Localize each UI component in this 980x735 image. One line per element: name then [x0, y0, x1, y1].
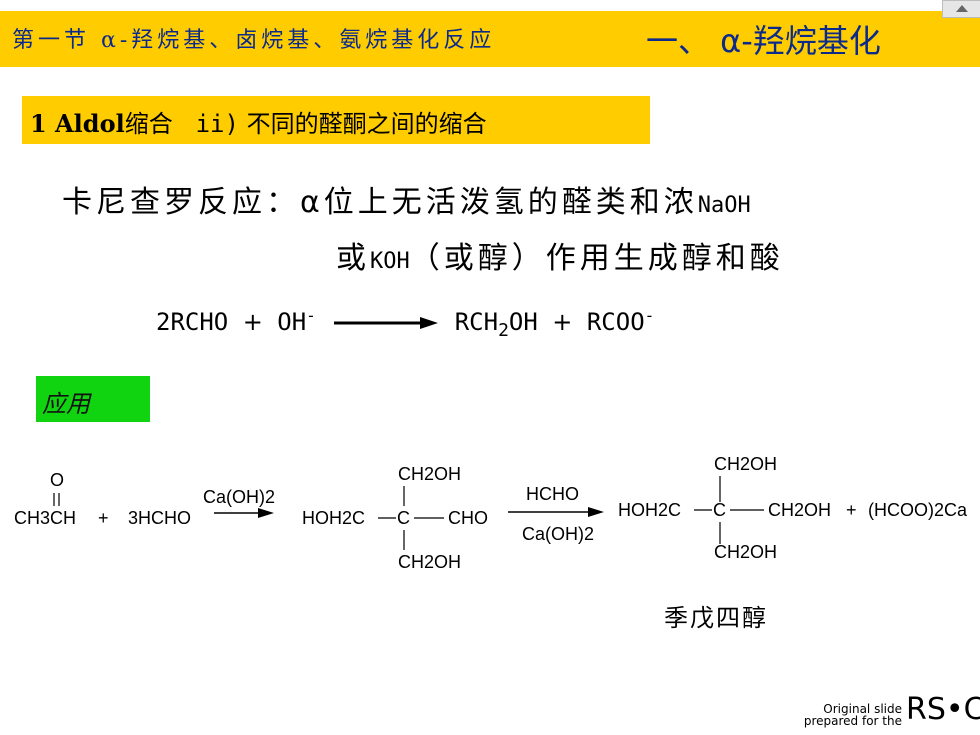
subsection-title: 1 Aldol缩合 ii) 不同的醛酮之间的缩合	[30, 104, 487, 139]
product-top: CH2OH	[714, 454, 777, 474]
subsection-sub: ii)	[195, 110, 239, 138]
cannizzaro-equation: 2RCHO + OH- RCH2OH + RCOO-	[156, 306, 655, 341]
koh: KOH	[370, 249, 410, 274]
plus-sign: +	[98, 508, 109, 528]
intermediate-bottom: CH2OH	[398, 552, 461, 572]
byproduct: (HCOO)2Ca	[868, 500, 968, 520]
condition-1: Ca(OH)2	[203, 487, 275, 507]
intermediate-left: HOH2C	[302, 508, 365, 528]
application-band	[36, 376, 150, 422]
subsection-band	[22, 96, 650, 144]
subsection-text: 不同的醛酮之间的缩合	[246, 110, 487, 138]
reaction-arrow-icon	[334, 317, 439, 329]
product-right: CH2OH	[768, 500, 831, 520]
product-bottom: CH2OH	[714, 542, 777, 562]
formaldehyde: 3HCHO	[128, 508, 191, 528]
subsection-number: 1 Aldol	[30, 109, 125, 138]
intermediate-right: CHO	[448, 508, 488, 528]
section-title: 一、 α-羟烷基化	[646, 22, 881, 60]
alpha-symbol: α	[300, 185, 324, 220]
condition-2-top: HCHO	[526, 484, 579, 504]
intermediate-top: CH2OH	[398, 464, 461, 484]
plus-sign-2: +	[846, 500, 857, 520]
acetaldehyde: CH3CH	[14, 508, 76, 528]
product-name: 季戊四醇	[664, 604, 768, 632]
rsc-logo: RS•C	[906, 692, 980, 727]
product-carbon: C	[713, 500, 726, 520]
main-line-2: 或KOH（或醇）作用生成醇和酸	[336, 241, 784, 276]
chapter-title: 第一节 α-羟烷基、卤烷基、氨烷基化反应	[12, 28, 496, 53]
scroll-up-icon[interactable]	[942, 0, 980, 18]
footer-credit: Original slide prepared for the	[803, 702, 902, 728]
product-left: HOH2C	[618, 500, 681, 520]
pentaerythritol-synthesis-scheme: O CH3CH + 3HCHO Ca(OH)2 CH2OH HOH2C C CH…	[14, 454, 968, 572]
title-band	[0, 11, 980, 67]
naoh: NaOH	[697, 193, 751, 218]
main-line-1: 卡尼查罗反应：α位上无活泼氢的醛类和浓NaOH	[62, 185, 751, 220]
application-label: 应用	[42, 390, 90, 418]
acetaldehyde-oxygen: O	[50, 470, 64, 490]
intermediate-carbon: C	[397, 508, 410, 528]
subsection-label: 缩合	[124, 110, 173, 138]
condition-2-bottom: Ca(OH)2	[522, 524, 594, 544]
